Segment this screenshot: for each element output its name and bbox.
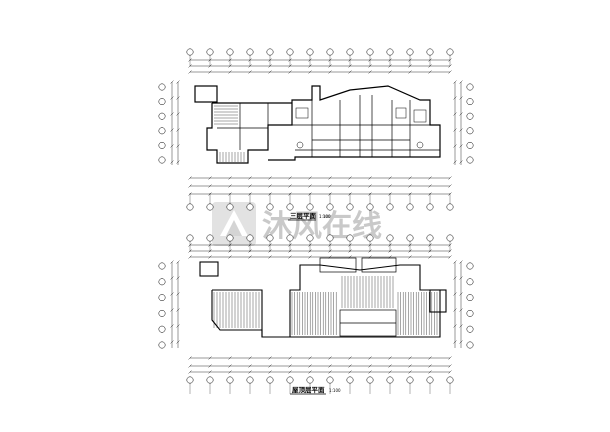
plan-roof: 屋顶层平面 1:100	[158, 234, 474, 395]
plan-third-floor: 三层平面 1:100	[158, 48, 474, 221]
plan-scale-third-floor: 1:100	[319, 214, 331, 219]
plan-title-roof: 屋顶层平面	[292, 385, 325, 394]
plan-scale-roof: 1:100	[329, 388, 341, 393]
watermark-text: 沐风在线	[262, 209, 382, 244]
plan-title-third-floor: 三层平面	[290, 211, 317, 220]
brand-logo-icon	[212, 202, 256, 246]
watermark: 沐风在线	[212, 202, 382, 246]
